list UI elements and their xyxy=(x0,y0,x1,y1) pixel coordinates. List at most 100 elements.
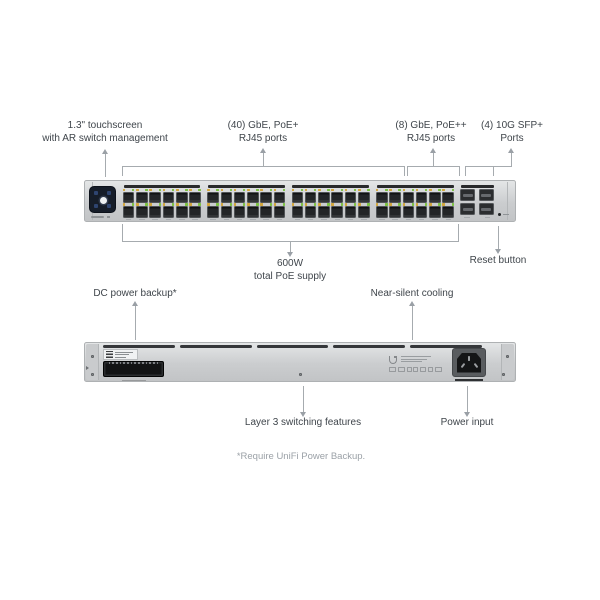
rj45-port xyxy=(175,203,188,218)
callout-touchscreen-line1: 1.3" touchscreen xyxy=(67,120,143,131)
rj45-jack xyxy=(260,206,272,218)
rj45-port-group xyxy=(375,185,455,221)
callout-poe-line2: total PoE supply xyxy=(253,271,327,282)
poe-led xyxy=(136,203,139,206)
arrowhead xyxy=(287,252,293,257)
rj45-jack xyxy=(207,206,219,218)
port-number-strip xyxy=(207,185,285,188)
cert-mark xyxy=(427,367,433,372)
rj45-jack xyxy=(344,206,357,218)
touchscreen-app-icon xyxy=(94,204,98,208)
rj45-port xyxy=(291,203,304,218)
port-leds xyxy=(429,203,441,206)
rj45-port xyxy=(428,203,441,218)
port-leds xyxy=(136,203,148,206)
rj45-port xyxy=(246,189,259,204)
rj45-port xyxy=(375,203,388,218)
port-leds xyxy=(207,189,219,192)
rj45-port xyxy=(246,203,259,218)
vent-slot xyxy=(103,344,175,348)
port-number xyxy=(273,219,286,221)
callout-power-input-label: Power input xyxy=(440,417,494,428)
sfp-cage xyxy=(478,189,494,202)
poe-led xyxy=(429,203,432,206)
rj45-jack xyxy=(189,191,201,204)
rj45-port xyxy=(442,189,455,204)
port-number xyxy=(402,219,415,221)
leader-line-layer3 xyxy=(303,386,304,412)
dc-pin xyxy=(156,361,159,365)
sticker-text-line xyxy=(115,351,133,353)
rj45-jack xyxy=(122,206,135,218)
rj45-port xyxy=(233,189,246,204)
port-number xyxy=(188,219,201,221)
link-led xyxy=(411,189,415,192)
rj45-jack xyxy=(247,191,259,204)
callout-poe-line1: 600W xyxy=(276,258,304,269)
rj45-jack xyxy=(331,191,344,204)
rj45-jack xyxy=(136,191,148,204)
link-led xyxy=(216,203,219,206)
port-leds xyxy=(247,203,259,206)
poe-led xyxy=(318,203,321,206)
poe-led xyxy=(402,189,406,192)
cert-mark xyxy=(397,367,405,372)
rj45-port xyxy=(260,189,273,204)
leader-line xyxy=(105,154,106,177)
dc-connector-print xyxy=(122,379,146,381)
rj45-port xyxy=(206,203,219,218)
rj45-jack xyxy=(247,206,259,218)
port-leds xyxy=(415,203,428,206)
rj45-jack xyxy=(442,191,455,204)
port-leds xyxy=(122,203,135,206)
rj45-port xyxy=(273,203,286,218)
poe-led xyxy=(247,189,250,192)
callout-rj45-40: (40) GbE, PoE+ RJ45 ports xyxy=(203,119,323,145)
port-row xyxy=(375,189,455,204)
leader-line-power xyxy=(467,386,468,412)
port-number-row xyxy=(375,219,455,221)
rj45-port xyxy=(388,203,401,218)
rj45-jack xyxy=(220,191,233,204)
port-number xyxy=(415,219,428,221)
port-row xyxy=(122,189,202,204)
cooling-vents xyxy=(103,344,482,348)
poe-led xyxy=(162,189,166,192)
link-led xyxy=(438,203,441,206)
link-led xyxy=(171,203,175,206)
link-led xyxy=(300,189,304,192)
touchscreen-app-icon xyxy=(94,191,98,195)
rj45-port xyxy=(304,189,317,204)
rj45-jack xyxy=(260,191,272,204)
poe-led xyxy=(344,203,348,206)
poe-led xyxy=(176,189,179,192)
rj45-port xyxy=(162,189,175,204)
inlet-pin xyxy=(473,362,478,368)
rj45-jack xyxy=(273,206,286,218)
poe-led xyxy=(318,189,321,192)
rj45-port xyxy=(162,203,175,218)
rj45-port xyxy=(188,203,201,218)
port-number-row xyxy=(460,217,494,219)
bracket-sfp-tick xyxy=(465,166,466,176)
vent-slot xyxy=(179,344,252,348)
port-number xyxy=(357,219,370,221)
arrowhead xyxy=(430,148,436,153)
touchscreen-center-dot xyxy=(100,197,107,204)
poe-led xyxy=(233,203,237,206)
rj45-port xyxy=(220,203,233,218)
poe-led xyxy=(233,189,237,192)
rj45-port xyxy=(135,203,148,218)
dc-pin xyxy=(134,361,137,365)
rj45-jack xyxy=(344,191,357,204)
rj45-jack xyxy=(358,191,370,204)
bracket-poe-tick xyxy=(122,224,123,241)
regulatory-text-line xyxy=(401,356,431,358)
port-leds xyxy=(402,203,415,206)
link-led xyxy=(229,189,233,192)
dc-pin xyxy=(123,361,125,365)
port-leds xyxy=(291,203,304,206)
cert-mark xyxy=(413,367,419,372)
screw xyxy=(506,355,509,358)
